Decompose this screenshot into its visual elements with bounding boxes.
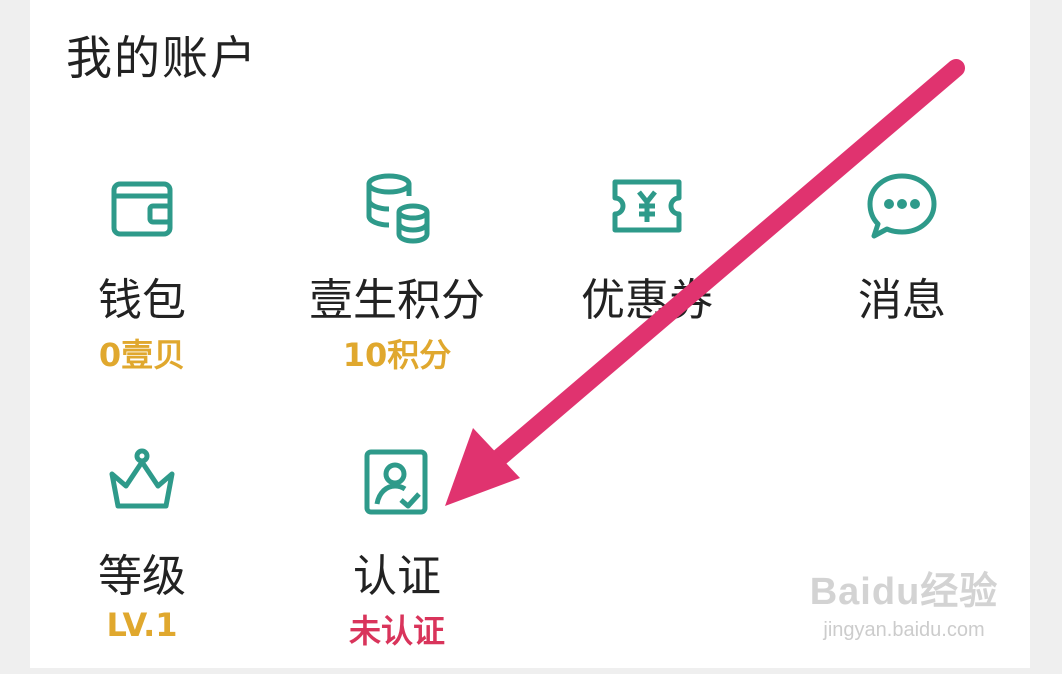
verify-icon [357,444,437,524]
tile-label: 消息 [858,275,946,326]
tile-level[interactable]: 等级 LV.1 [17,444,267,674]
tile-coupon[interactable]: 优惠券 [522,168,772,398]
tile-messages[interactable]: 消息 [777,168,1027,398]
tile-label: 优惠券 [581,275,713,326]
points-balance: 10积分 [342,336,452,374]
level-value: LV.1 [106,606,178,644]
coins-icon [357,168,437,248]
wallet-balance: 0壹贝 [98,336,186,374]
tile-label: 壹生积分 [309,275,485,326]
tile-verification[interactable]: 认证 未认证 [272,444,522,674]
tile-points[interactable]: 壹生积分 10积分 [272,168,522,398]
crown-icon [102,444,182,524]
page-title: 我的账户 [66,31,258,85]
tile-label: 钱包 [98,275,186,326]
coupon-icon [607,168,687,248]
tile-label: 认证 [353,551,441,602]
tile-wallet[interactable]: 钱包 0壹贝 [17,168,267,398]
wallet-icon [102,168,182,248]
message-icon [862,168,942,248]
tile-label: 等级 [98,551,186,602]
verification-status: 未认证 [348,612,445,650]
